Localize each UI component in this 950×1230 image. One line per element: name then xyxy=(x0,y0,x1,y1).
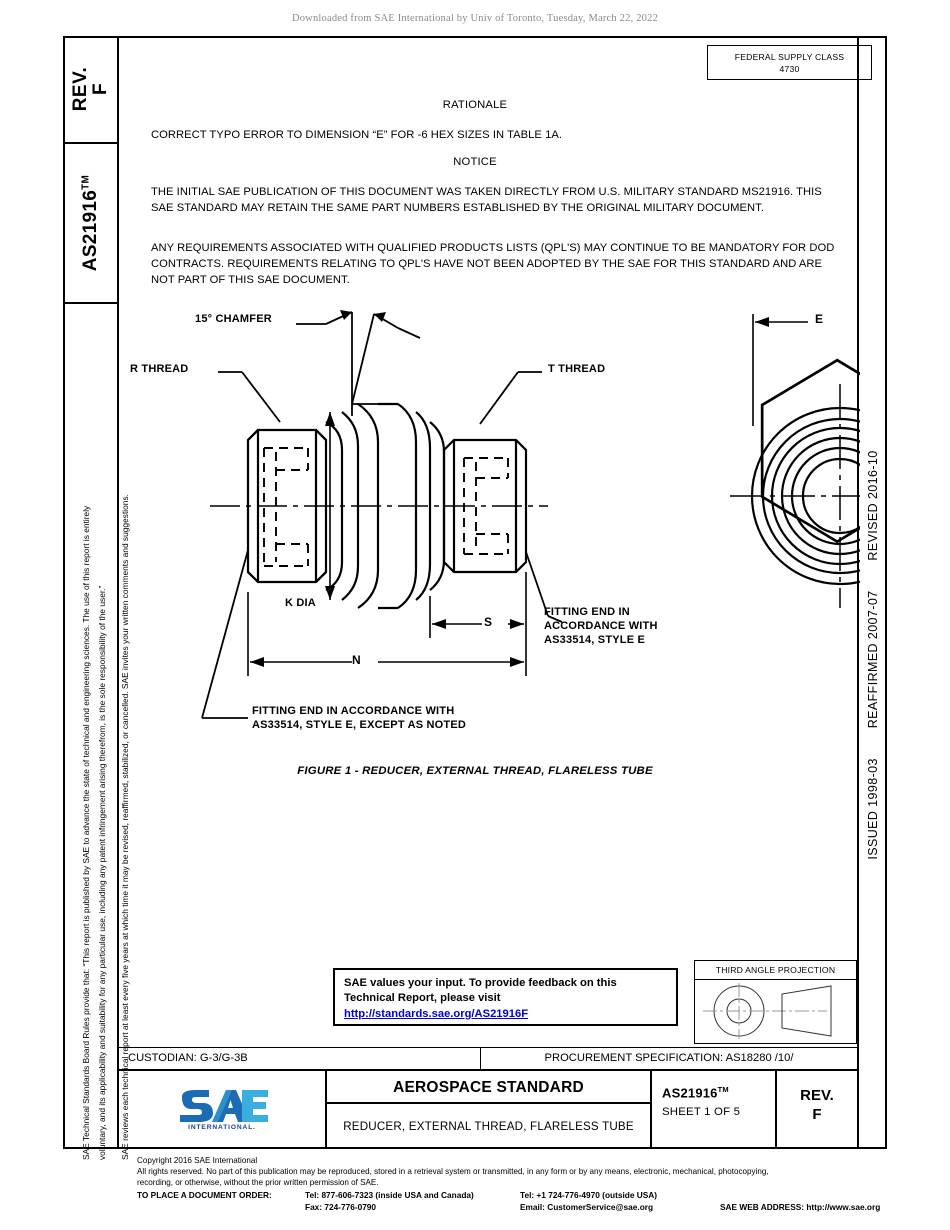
sae-logo: INTERNATIONAL. xyxy=(176,1089,268,1131)
notice-paragraph-2: ANY REQUIREMENTS ASSOCIATED WITH QUALIFI… xyxy=(151,242,835,287)
title-block-rev-label: REV. xyxy=(800,1087,834,1104)
copyright-line: Copyright 2016 SAE International xyxy=(137,1156,258,1165)
feedback-url-link[interactable]: http://standards.sae.org/AS21916F xyxy=(344,1007,529,1020)
figure-1-drawing: 15° CHAMFER R THREAD T THREAD K DIA S N … xyxy=(130,300,860,790)
doc-number-cell: AS21916TM xyxy=(63,144,119,304)
feedback-line-1: SAE values your input. To provide feedba… xyxy=(344,977,617,989)
notice-heading: NOTICE xyxy=(453,156,497,168)
order-contact-table: TO PLACE A DOCUMENT ORDER: Tel: 877-606-… xyxy=(137,1189,937,1213)
third-angle-projection-title: THIRD ANGLE PROJECTION xyxy=(695,961,856,980)
disclaimer-line-2: voluntary, and its applicability and sui… xyxy=(97,585,108,1160)
order-label: TO PLACE A DOCUMENT ORDER: xyxy=(137,1190,272,1201)
page-footer: Copyright 2016 SAE International All rig… xyxy=(137,1156,937,1213)
doc-number-text: AS21916TM xyxy=(80,175,102,271)
revised-date: REVISED 2016-10 xyxy=(866,450,880,561)
notice-paragraph-1: THE INITIAL SAE PUBLICATION OF THIS DOCU… xyxy=(151,186,822,215)
order-row-2: Fax: 724-776-0790 Email: CustomerService… xyxy=(137,1201,937,1213)
title-block-rev-value: F xyxy=(812,1105,822,1123)
sae-logo-mark xyxy=(180,1090,268,1122)
title-block-document-cell: AS21916TM SHEET 1 OF 5 xyxy=(652,1071,777,1149)
sae-logo-subtitle: INTERNATIONAL. xyxy=(188,1124,256,1131)
rev-cell: REV. F xyxy=(63,36,119,144)
rights-line-2: recording, or otherwise, without the pri… xyxy=(137,1177,379,1187)
rationale-heading: RATIONALE xyxy=(442,99,508,111)
rationale-paragraph: CORRECT TYPO ERROR TO DIMENSION “E” FOR … xyxy=(151,129,563,141)
standards-board-disclaimer: SAE Technical Standards Board Rules prov… xyxy=(78,280,130,1160)
title-block-doc-number: AS21916TM xyxy=(662,1085,775,1100)
reaffirmed-date: REAFFIRMED 2007-07 xyxy=(866,590,880,729)
custodian-procurement-row: CUSTODIAN: G-3/G-3B PROCUREMENT SPECIFIC… xyxy=(119,1047,857,1071)
feedback-line-2: Technical Report, please visit xyxy=(344,992,501,1005)
disclaimer-line-1: SAE Technical Standards Board Rules prov… xyxy=(81,505,91,1160)
title-block-rev-cell: REV. F xyxy=(777,1071,857,1149)
rights-line-1: All rights reserved. No part of this pub… xyxy=(137,1166,769,1176)
customer-service-email: Email: CustomerService@sae.org xyxy=(520,1202,654,1213)
procurement-specification-field: PROCUREMENT SPECIFICATION: AS18280 /10/ xyxy=(544,1052,794,1064)
page-border xyxy=(63,36,887,1149)
standard-title-label: REDUCER, EXTERNAL THREAD, FLARELESS TUBE xyxy=(343,1120,634,1133)
title-block-trademark: TM xyxy=(717,1085,729,1094)
rev-value: F xyxy=(90,82,111,96)
title-block-center: AEROSPACE STANDARD REDUCER, EXTERNAL THR… xyxy=(327,1071,652,1149)
label-fitting-end-right: FITTING END IN ACCORDANCE WITH AS33514, … xyxy=(544,606,658,646)
sheet-number: SHEET 1 OF 5 xyxy=(662,1106,741,1119)
title-block: INTERNATIONAL. AEROSPACE STANDARD REDUCE… xyxy=(119,1071,857,1149)
federal-supply-class-value: 4730 xyxy=(779,63,800,74)
feedback-box: SAE values your input. To provide feedba… xyxy=(333,968,678,1026)
sae-logo-cell: INTERNATIONAL. xyxy=(119,1071,327,1149)
fax-number: Fax: 724-776-0790 xyxy=(305,1202,377,1213)
left-vertical-strip: REV. F AS21916TM xyxy=(63,36,119,1149)
custodian-field: CUSTODIAN: G-3/G-3B xyxy=(119,1048,481,1069)
revision-dates: ISSUED 1998-03 REAFFIRMED 2007-07 REVISE… xyxy=(866,437,880,872)
label-t-thread: T THREAD xyxy=(548,363,606,375)
trademark-mark: TM xyxy=(80,174,92,190)
order-row-2-spacer xyxy=(137,1201,305,1213)
label-n-dimension: N xyxy=(352,653,361,667)
label-15-degree-chamfer: 15° CHAMFER xyxy=(195,313,272,325)
label-r-thread: R THREAD xyxy=(130,363,189,375)
label-e-dimension: E xyxy=(815,312,824,326)
tel-outside-usa: Tel: +1 724-776-4970 (outside USA) xyxy=(520,1190,658,1201)
right-vertical-strip: ISSUED 1998-03 REAFFIRMED 2007-07 REVISE… xyxy=(857,36,887,1149)
label-k-dia: K DIA xyxy=(285,597,316,609)
download-banner: Downloaded from SAE International by Uni… xyxy=(291,13,659,24)
tel-inside-usa: Tel: 877-606-7323 (inside USA and Canada… xyxy=(305,1190,474,1201)
title-block-doc-number-value: AS21916 xyxy=(662,1085,718,1101)
standard-type-label: AEROSPACE STANDARD xyxy=(327,1071,650,1104)
order-row-1: TO PLACE A DOCUMENT ORDER: Tel: 877-606-… xyxy=(137,1189,937,1201)
figure-caption: FIGURE 1 - REDUCER, EXTERNAL THREAD, FLA… xyxy=(297,765,653,777)
federal-supply-class-box: FEDERAL SUPPLY CLASS 4730 xyxy=(707,45,872,80)
federal-supply-class-label: FEDERAL SUPPLY CLASS xyxy=(734,52,845,62)
label-fitting-end-bottom: FITTING END IN ACCORDANCE WITH AS33514, … xyxy=(252,705,467,731)
doc-number-value: AS21916 xyxy=(80,189,101,272)
third-angle-projection-symbol xyxy=(695,980,856,1044)
label-s-dimension: S xyxy=(484,615,493,629)
sae-web-address: SAE WEB ADDRESS: http://www.sae.org xyxy=(720,1202,881,1213)
third-angle-projection-box: THIRD ANGLE PROJECTION xyxy=(694,960,857,1044)
figure-1-svg xyxy=(201,310,860,719)
